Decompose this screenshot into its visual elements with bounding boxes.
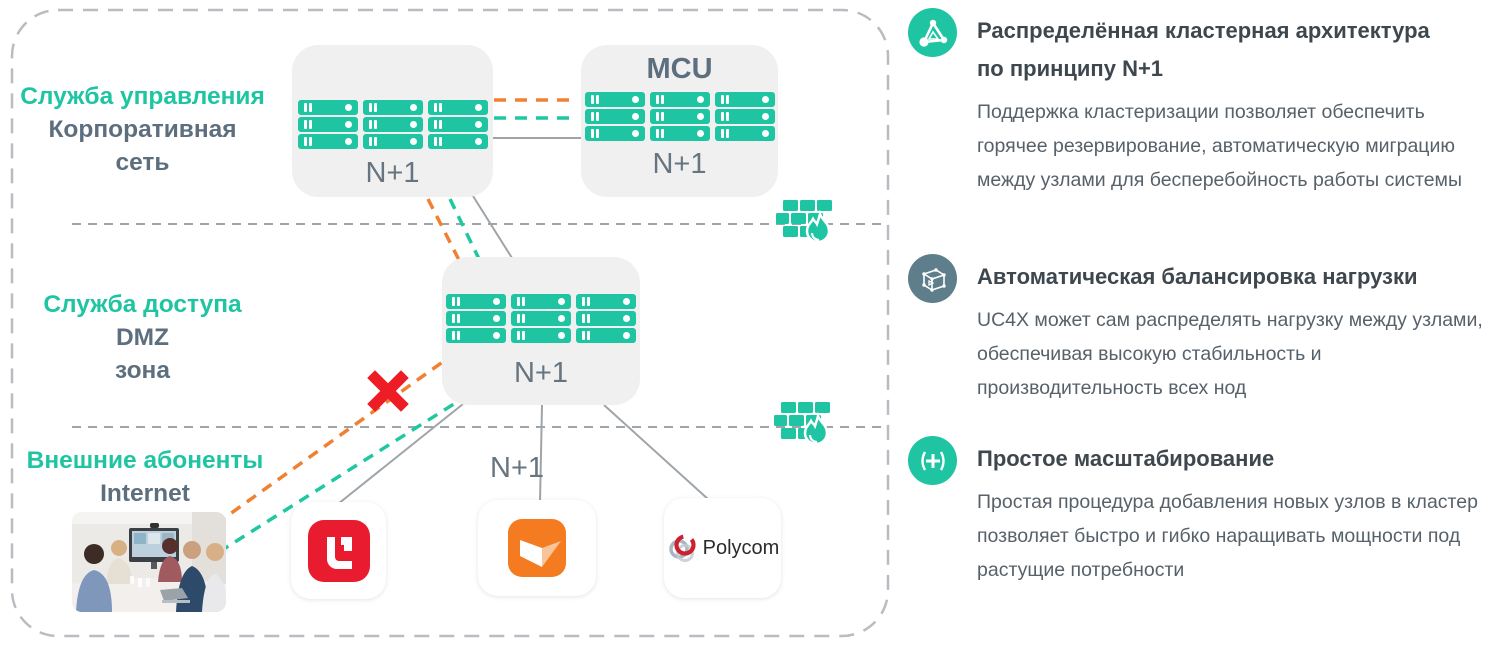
server-stack-icon <box>714 126 775 141</box>
zone-title: Служба доступа <box>43 291 242 318</box>
link-grey <box>603 404 710 501</box>
server-stack-icon <box>362 100 423 115</box>
server-stack-icon <box>576 311 636 326</box>
server-stack-icon <box>446 294 506 309</box>
zone-subtitle: Корпоративная <box>48 116 237 143</box>
server-stack-icon <box>297 100 358 115</box>
server-stack-icon <box>297 134 358 149</box>
meeting-room-illustration <box>72 512 226 612</box>
zone-title: Служба управления <box>20 83 265 110</box>
blocked-cross-icon <box>367 370 409 412</box>
vendor-card-polycom: Polycom <box>664 498 781 598</box>
server-stack-icon <box>511 328 571 343</box>
link-orange <box>426 198 461 261</box>
video-conference-photo <box>72 512 226 612</box>
vendor-card-red-app <box>291 502 386 599</box>
zone-subtitle: DMZ <box>115 324 170 351</box>
cluster-label: N+1 <box>513 357 568 389</box>
feature-distributed-cluster: Распределённая кластерная архитектура по… <box>908 8 1500 197</box>
link-teal <box>448 198 482 262</box>
server-cluster-grid <box>584 92 775 141</box>
feature-text: Автоматическая балансировка нагрузки UC4… <box>977 254 1500 405</box>
feature-body: Поддержка кластеризации позволяет обеспе… <box>977 101 1462 191</box>
zone-external: Внешние абоненты Internet <box>0 444 290 510</box>
server-stack-icon <box>649 126 710 141</box>
firewall-icon <box>776 200 832 244</box>
zone-management: Служба управления Корпоративная сеть <box>15 80 270 179</box>
server-stack-icon <box>427 134 488 149</box>
load-balancing-cube-icon <box>908 254 957 303</box>
feature-load-balancing: Автоматическая балансировка нагрузки UC4… <box>908 254 1500 405</box>
server-cluster-grid <box>297 100 488 149</box>
server-stack-icon <box>427 117 488 132</box>
server-stack-icon <box>511 311 571 326</box>
polycom-circles-icon <box>668 534 696 562</box>
zone-access: Служба доступа DMZ зона <box>15 288 270 387</box>
scale-plus-icon <box>908 436 957 485</box>
server-stack-icon <box>362 117 423 132</box>
external-cluster-label: N+1 <box>490 452 545 484</box>
feature-easy-scaling: Простое масштабирование Простая процедур… <box>908 436 1500 587</box>
server-stack-icon <box>649 109 710 124</box>
cluster-label: N+1 <box>652 148 707 180</box>
server-stack-icon <box>584 92 645 107</box>
feature-text: Простое масштабирование Простая процедур… <box>977 436 1500 587</box>
server-stack-icon <box>584 126 645 141</box>
server-stack-icon <box>427 100 488 115</box>
server-stack-icon <box>714 92 775 107</box>
feature-title: Распределённая кластерная архитектура по… <box>977 18 1430 81</box>
link-grey <box>472 195 513 259</box>
link-grey <box>337 403 464 505</box>
cluster-label: N+1 <box>365 157 420 189</box>
polycom-logo: Polycom <box>666 529 780 567</box>
zone-subtitle: зона <box>115 357 170 384</box>
orange-app-logo-icon <box>508 519 566 577</box>
server-stack-icon <box>576 328 636 343</box>
server-stack-icon <box>446 311 506 326</box>
feature-body: UC4X может сам распределять нагрузку меж… <box>977 309 1483 399</box>
feature-title: Автоматическая балансировка нагрузки <box>977 264 1418 289</box>
server-stack-icon <box>714 109 775 124</box>
polycom-wordmark: Polycom <box>702 536 780 559</box>
server-stack-icon <box>446 328 506 343</box>
zone-subtitle: Internet <box>100 480 190 507</box>
server-cluster-grid <box>446 294 636 343</box>
feature-body: Простая процедура добавления новых узлов… <box>977 491 1478 581</box>
cluster-title: MCU <box>646 53 713 85</box>
server-stack-icon <box>511 294 571 309</box>
access-cluster-box: N+1 <box>442 257 640 405</box>
management-cluster-box: N+1 <box>292 45 493 197</box>
server-stack-icon <box>297 117 358 132</box>
server-stack-icon <box>576 294 636 309</box>
vendor-card-orange-app <box>478 500 596 596</box>
server-stack-icon <box>362 134 423 149</box>
zone-subtitle: сеть <box>115 149 170 176</box>
red-app-logo-icon <box>307 519 370 582</box>
mcu-cluster-box: MCU N+1 <box>581 45 778 197</box>
cluster-network-icon <box>908 8 957 57</box>
server-stack-icon <box>584 109 645 124</box>
server-stack-icon <box>649 92 710 107</box>
feature-text: Распределённая кластерная архитектура по… <box>977 8 1500 197</box>
feature-title: Простое масштабирование <box>977 446 1275 471</box>
firewall-icon <box>774 402 830 446</box>
zone-title: Внешние абоненты <box>26 447 264 474</box>
